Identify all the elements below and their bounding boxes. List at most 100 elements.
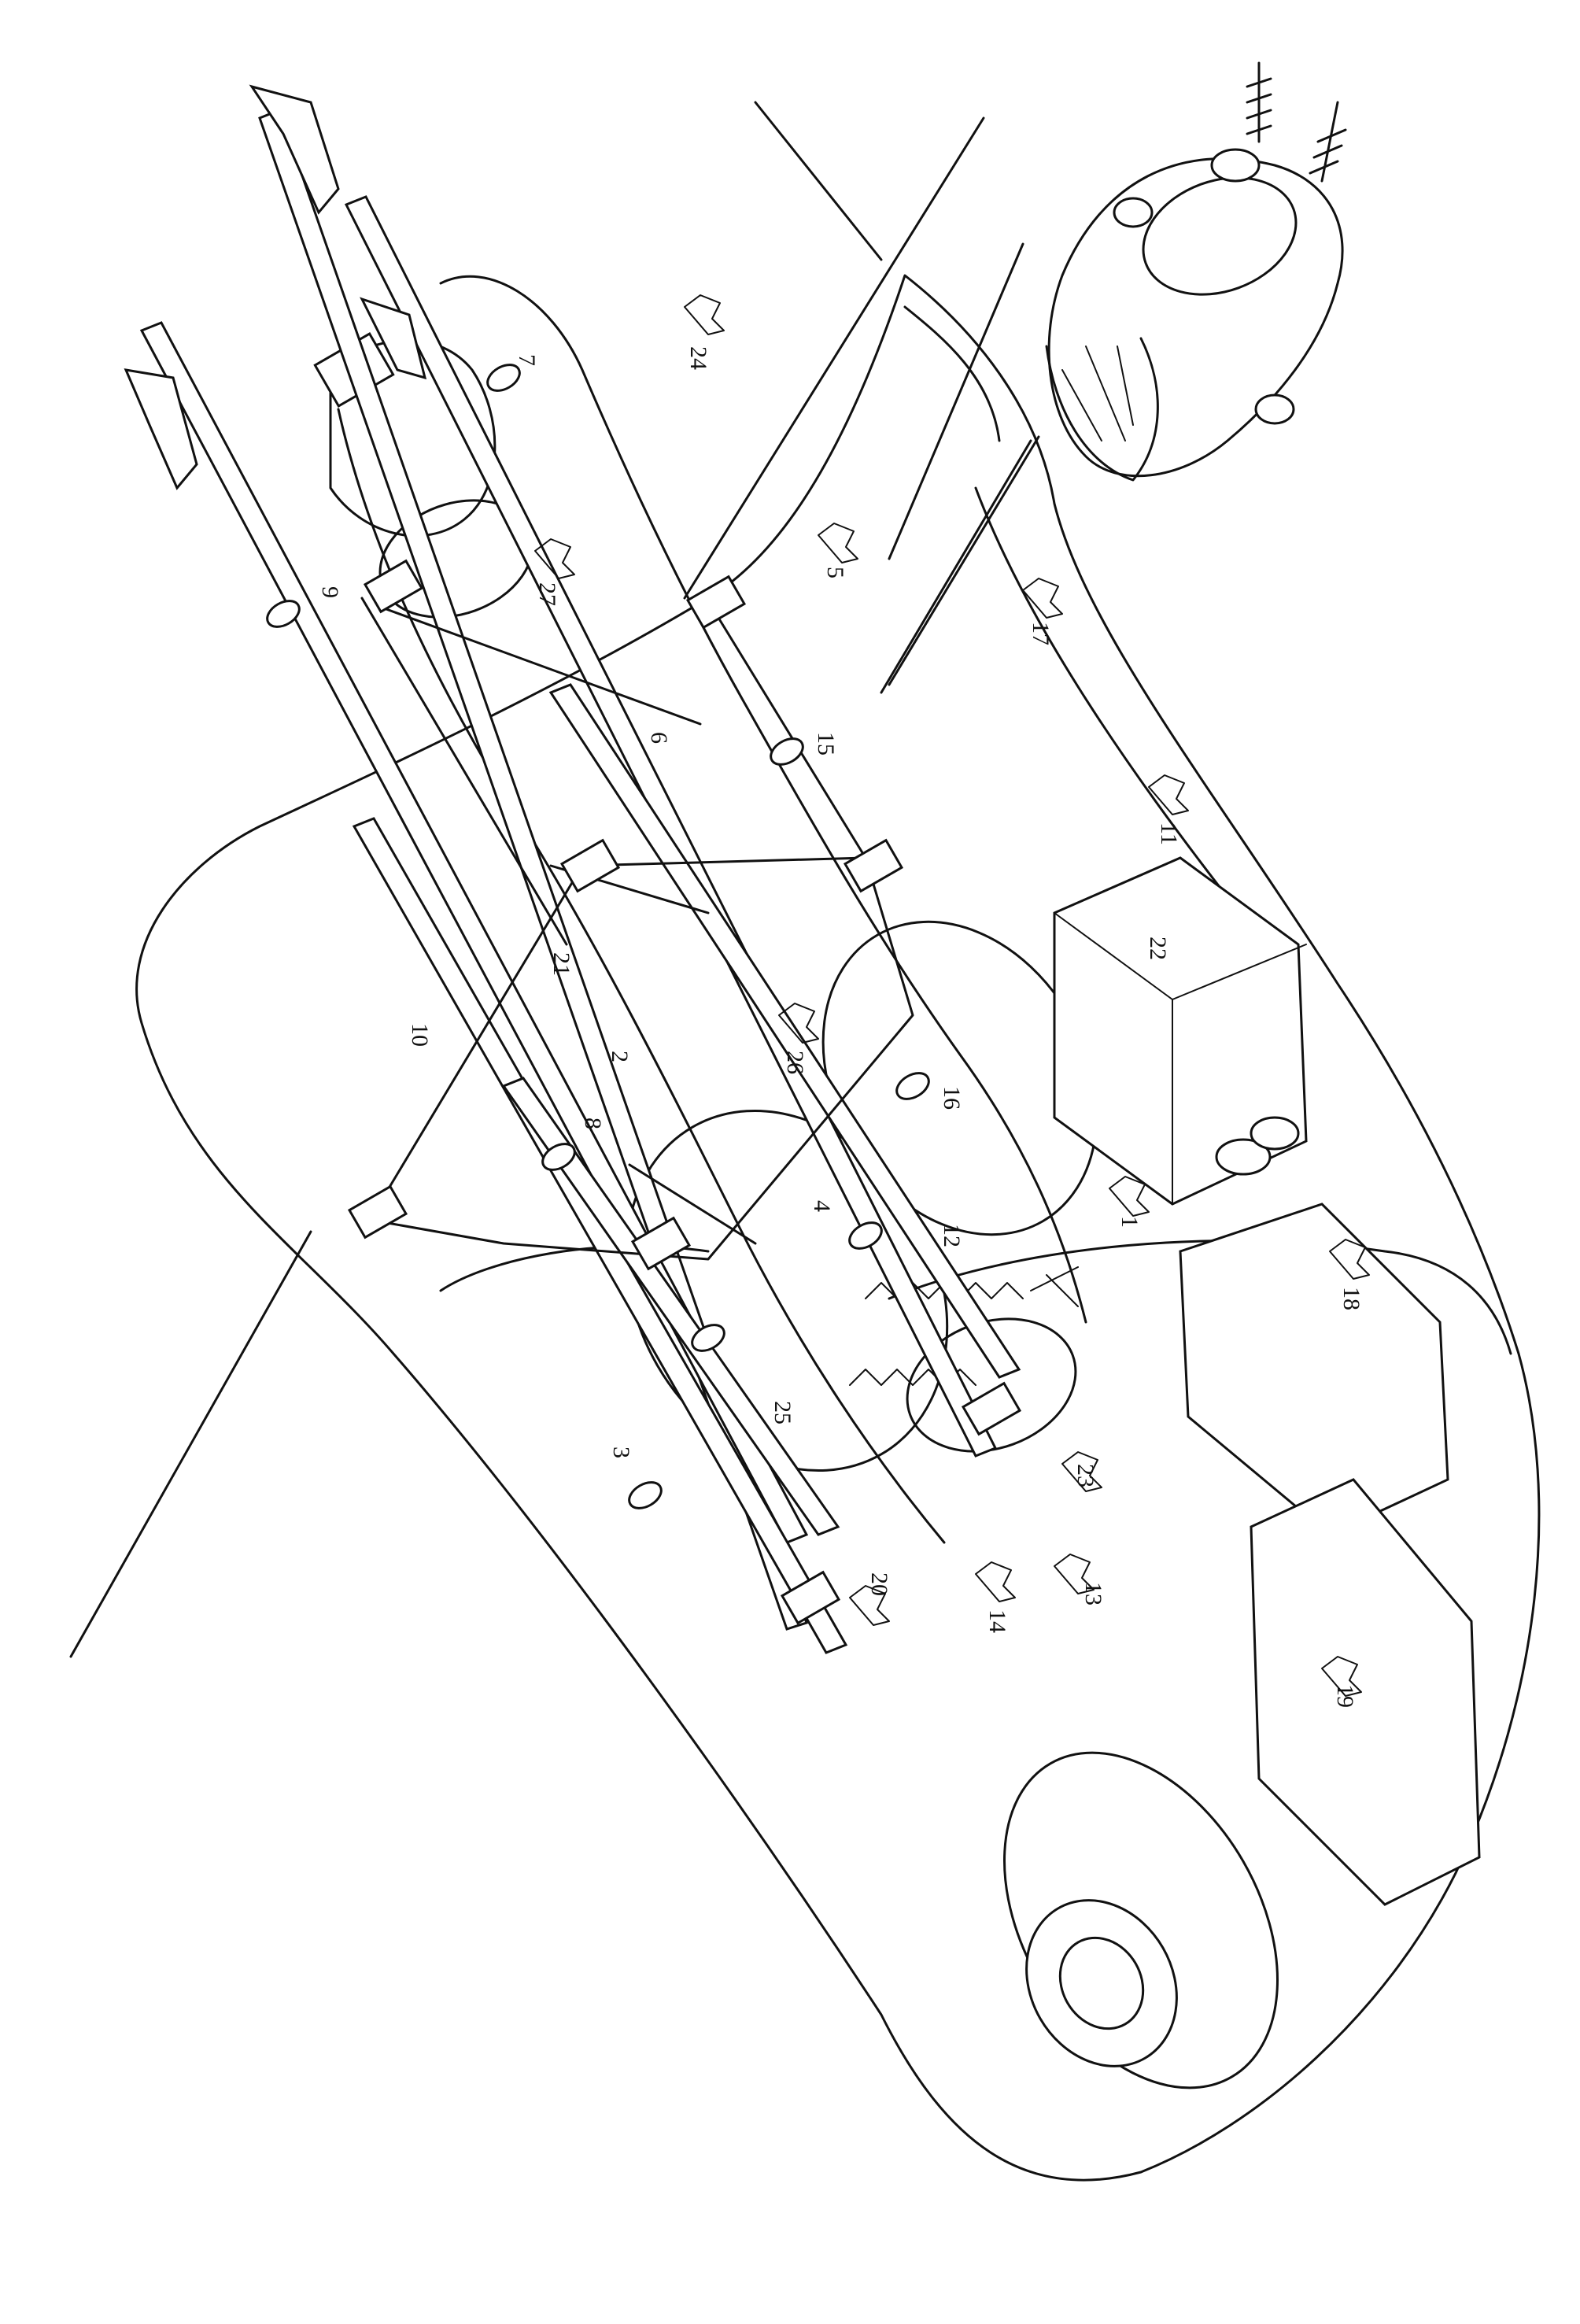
engine-upper-contour bbox=[439, 275, 1087, 1324]
part-glyph-19 bbox=[1321, 1656, 1362, 1697]
callout-18: 18 bbox=[1338, 1287, 1364, 1310]
cowling-seam-upper bbox=[903, 305, 1001, 442]
fitting-block-4 bbox=[843, 838, 904, 893]
callout-25: 25 bbox=[770, 1401, 796, 1424]
connector-plug-b bbox=[1250, 1116, 1300, 1151]
callout-15: 15 bbox=[813, 732, 839, 756]
strut-clamp-8 bbox=[541, 1143, 576, 1171]
callout-21: 21 bbox=[548, 952, 574, 976]
reference-line-top bbox=[754, 101, 883, 261]
engine-body bbox=[313, 275, 1098, 1544]
mount-strut-diagonal-a bbox=[548, 683, 1021, 1379]
callout-12: 12 bbox=[939, 1224, 965, 1247]
cowling-outline bbox=[135, 274, 1541, 2182]
part-glyph-24 bbox=[684, 294, 725, 335]
end-fitting-top-a bbox=[249, 84, 340, 215]
connector-cage bbox=[1045, 337, 1159, 482]
callout-2: 2 bbox=[607, 1051, 633, 1062]
callout-24: 24 bbox=[685, 346, 711, 370]
cowling-panel-line bbox=[974, 486, 1229, 899]
mount-strut-diagonal-b bbox=[501, 1077, 840, 1536]
hub-center bbox=[1058, 1936, 1145, 2030]
end-fitting-top-c bbox=[360, 297, 427, 380]
strut-clamp-15 bbox=[770, 737, 804, 766]
part-glyph-11 bbox=[1148, 774, 1189, 815]
part-glyphs bbox=[534, 294, 1370, 1697]
callout-1: 1 bbox=[1117, 1216, 1143, 1228]
mount-strut-inner bbox=[352, 817, 848, 1654]
strut-clamp-9 bbox=[266, 600, 301, 628]
flange-hole-bottom bbox=[1254, 393, 1295, 425]
part-glyph-12 bbox=[1030, 1266, 1079, 1307]
hub-assembly bbox=[378, 499, 1279, 2089]
mount-strut-upper-right bbox=[344, 195, 998, 1458]
fitting-block-6 bbox=[630, 1216, 692, 1271]
terminal-stud-left bbox=[1246, 61, 1272, 143]
callout-11: 11 bbox=[1156, 822, 1182, 845]
inset-leader-line-b bbox=[888, 435, 1040, 686]
box-19 bbox=[1250, 1478, 1481, 1906]
part-glyph-13 bbox=[1054, 1554, 1095, 1594]
strut-clamp-3 bbox=[628, 1481, 663, 1509]
fitting-block-2 bbox=[685, 575, 747, 630]
part-glyph-26 bbox=[778, 1003, 819, 1044]
callout-26: 26 bbox=[782, 1051, 808, 1074]
reference-line-upper bbox=[683, 116, 985, 600]
part-glyph-23 bbox=[1061, 1451, 1102, 1492]
strut-clamp-7 bbox=[486, 364, 521, 392]
strut-clamp-25 bbox=[691, 1324, 725, 1352]
callout-19: 19 bbox=[1332, 1684, 1358, 1708]
part-glyph-1 bbox=[1109, 1176, 1150, 1217]
fitting-block-8 bbox=[961, 1381, 1022, 1436]
callout-27: 27 bbox=[534, 582, 560, 606]
inset-connector-detail bbox=[880, 61, 1347, 694]
junction-box-22-edges bbox=[1054, 912, 1307, 1205]
junction-box-18 bbox=[1179, 1203, 1449, 1536]
callout-10: 10 bbox=[407, 1023, 433, 1047]
strut-clamp-16 bbox=[895, 1072, 930, 1100]
end-fitting-top-b bbox=[124, 368, 198, 490]
mount-cross-brace-e bbox=[714, 612, 867, 859]
junction-box-22 bbox=[1053, 856, 1308, 1206]
part-glyph-27 bbox=[534, 538, 575, 579]
inset-leader-line-a bbox=[880, 439, 1032, 694]
fitting-block-1 bbox=[363, 559, 424, 614]
part-glyph-18 bbox=[1329, 1239, 1370, 1280]
callout-17: 17 bbox=[1028, 622, 1054, 645]
engine-mount-frame bbox=[124, 84, 1022, 1654]
connector-plug-a bbox=[1215, 1138, 1272, 1176]
callout-labels: 24 7 5 27 17 9 6 15 11 21 22 26 10 2 16 … bbox=[317, 346, 1364, 1708]
callout-8: 8 bbox=[580, 1118, 606, 1129]
callout-16: 16 bbox=[939, 1086, 965, 1110]
callout-14: 14 bbox=[984, 1609, 1010, 1633]
boxes bbox=[1053, 856, 1481, 1906]
part-glyph-20 bbox=[849, 1585, 890, 1626]
flange-hole-top bbox=[1113, 197, 1154, 228]
callout-7: 7 bbox=[514, 354, 540, 366]
part-glyph-14 bbox=[975, 1561, 1016, 1602]
terminal-stud-right bbox=[1309, 101, 1347, 183]
callout-5: 5 bbox=[822, 567, 848, 578]
fitting-block-7 bbox=[780, 1570, 841, 1625]
callout-4: 4 bbox=[809, 1200, 835, 1212]
reference-line-lower bbox=[69, 1230, 312, 1658]
mount-cross-brace-d bbox=[360, 597, 568, 946]
part-glyph-5 bbox=[818, 523, 858, 563]
mount-cross-brace-a bbox=[628, 1163, 757, 1245]
callout-9: 9 bbox=[317, 586, 343, 598]
callout-23: 23 bbox=[1072, 1464, 1098, 1487]
callout-13: 13 bbox=[1080, 1582, 1106, 1605]
mount-cross-brace-c bbox=[376, 604, 702, 726]
callout-20: 20 bbox=[866, 1572, 892, 1596]
connector-cage-bars bbox=[1061, 345, 1134, 442]
fitting-block-5 bbox=[347, 1184, 408, 1240]
fitting-block-3 bbox=[559, 838, 621, 893]
reference-lines bbox=[69, 101, 1024, 1658]
reference-line-mid bbox=[888, 242, 1024, 560]
terminal-nut bbox=[1210, 148, 1261, 183]
callout-22: 22 bbox=[1145, 937, 1171, 960]
strut-clamp-4 bbox=[848, 1221, 883, 1250]
connector-body bbox=[1142, 176, 1298, 296]
